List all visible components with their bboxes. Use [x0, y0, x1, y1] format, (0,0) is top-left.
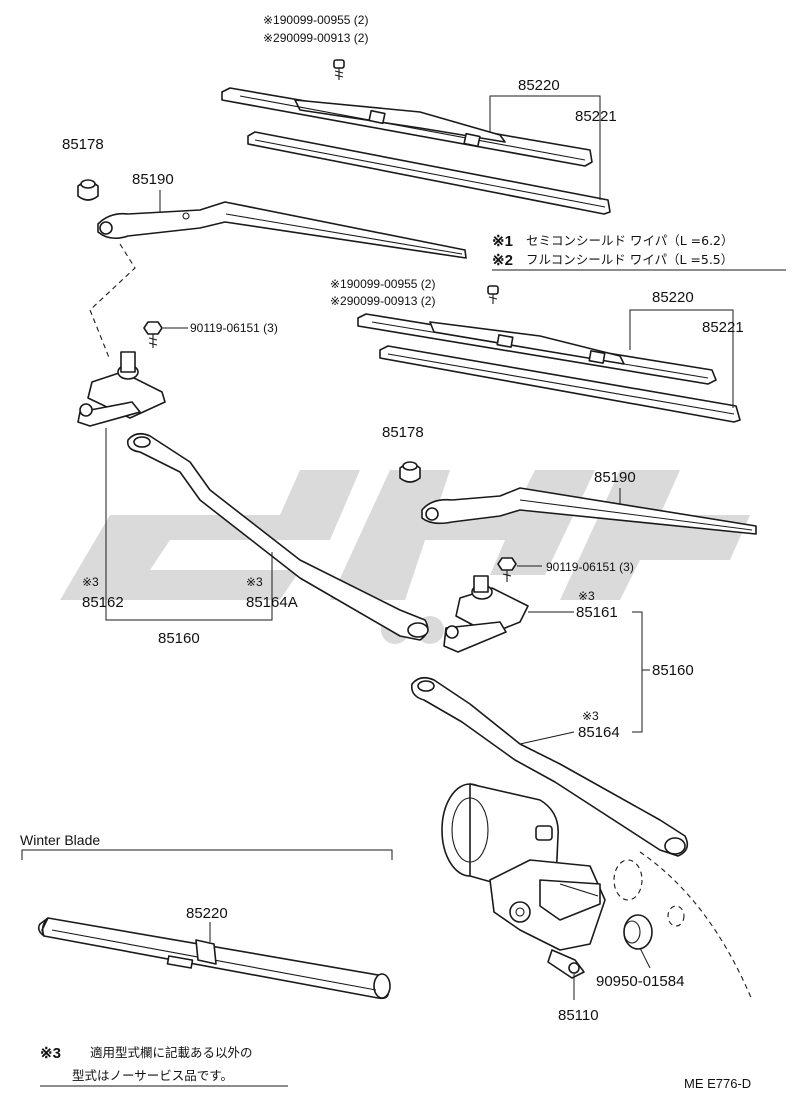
link-mark-top: ※3 [82, 575, 99, 589]
screw-part-line2: ※290099-00913 (2) [263, 31, 368, 45]
reference-code: ME E776-D [684, 1076, 751, 1091]
arm-cap-icon [77, 179, 99, 201]
note2-text: フルコンシールド ワイパ（L =5.5） [526, 252, 733, 267]
note3-mark: ※3 [40, 1045, 61, 1062]
cap-part-number-mid: 85178 [382, 424, 424, 441]
winter-blade [37, 917, 391, 1000]
screw-part-line1: ※190099-00955 (2) [263, 13, 368, 27]
bolt-part-number-mid: 90119-06151 (3) [546, 560, 634, 574]
blade-rubber-mid [379, 345, 741, 423]
motor-cap-part-number: 90950-01584 [596, 973, 684, 990]
link-assy-part-number-top: 85160 [158, 630, 200, 647]
link-part-number-mid: 85161 [576, 604, 618, 621]
blade-part-number-mid: 85220 [652, 289, 694, 306]
bolt-icon [497, 557, 517, 582]
link-part-number-top: 85162 [82, 594, 124, 611]
note1-mark: ※1 [492, 233, 513, 250]
wiper-arm-top [97, 201, 467, 259]
note3-line1: 適用型式欄に記載ある以外の [90, 1045, 253, 1060]
screw-icon [333, 59, 345, 80]
note1-text: セミコンシールド ワイパ（L =6.2） [526, 233, 734, 248]
arm-part-number-mid: 85190 [594, 469, 636, 486]
note2-mark: ※2 [492, 252, 513, 269]
note3-line2: 型式はノーサービス品です。 [72, 1068, 233, 1083]
blade-rubber-part-number-top: 85221 [575, 108, 617, 125]
blade-part-number-top: 85220 [518, 77, 560, 94]
wiper-motor [441, 783, 606, 979]
arm-part-number-top: 85190 [132, 171, 174, 188]
wiper-blade-mid [357, 313, 717, 385]
link-assy-part-number-mid: 85160 [652, 662, 694, 679]
wiper-link-mid [443, 575, 529, 653]
watermark-logo [60, 470, 750, 644]
screw-part-line2-mid: ※290099-00913 (2) [330, 294, 435, 308]
rod-mark-mid: ※3 [582, 709, 599, 723]
wiper-rod-top [126, 432, 429, 641]
rod-part-number-top: 85164A [246, 594, 298, 611]
wiper-arm-mid [421, 487, 757, 535]
link-mark-mid: ※3 [578, 589, 595, 603]
rod-mark-top: ※3 [246, 575, 263, 589]
bolt-icon [143, 321, 163, 348]
wiper-rod-mid [410, 676, 689, 857]
screw-part-line1-mid: ※190099-00955 (2) [330, 277, 435, 291]
winter-blade-title: Winter Blade [20, 832, 100, 848]
wiper-blade-top [221, 87, 593, 167]
rod-part-number-mid: 85164 [578, 724, 620, 741]
winter-blade-part-number: 85220 [186, 905, 228, 922]
screw-icon [487, 285, 499, 304]
blade-rubber-top [247, 131, 611, 215]
wiper-link-top [77, 351, 166, 427]
bolt-part-number-top: 90119-06151 (3) [190, 321, 278, 335]
cap-part-number-top: 85178 [62, 136, 104, 153]
arm-cap-icon [399, 461, 421, 483]
blade-rubber-part-number-mid: 85221 [702, 319, 744, 336]
motor-cap-icon [623, 914, 653, 950]
motor-part-number: 85110 [558, 1007, 599, 1024]
